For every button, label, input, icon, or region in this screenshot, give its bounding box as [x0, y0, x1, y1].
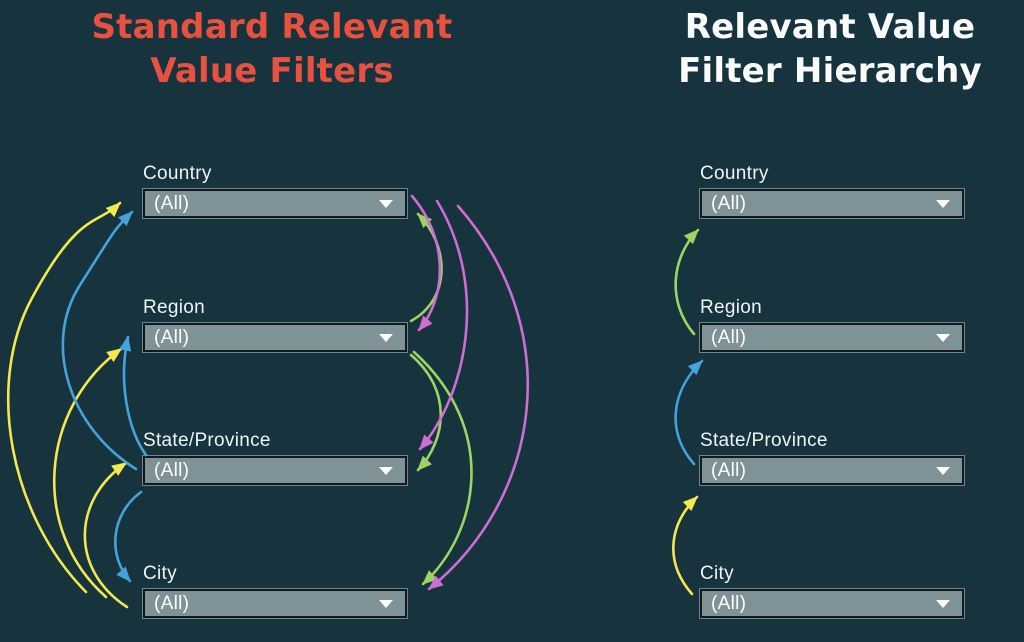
region-filter-dropdown-hierarchy[interactable]: (All): [700, 323, 964, 352]
arrow-country-to-city-standard: [427, 204, 529, 591]
country-filter-dropdown-standard[interactable]: (All): [143, 189, 407, 218]
arrow-state-province-to-country-standard: [61, 210, 138, 471]
arrow-country-to-state-province-standard: [418, 199, 469, 451]
right-title-line2: Filter Hierarchy: [678, 51, 982, 91]
city-filter-dropdown-hierarchy[interactable]: (All): [700, 589, 964, 618]
filter-group-city-hierarchy: City (All): [700, 563, 964, 618]
filter-group-state-hierarchy: State/Province (All): [700, 430, 964, 485]
chevron-down-icon: [936, 600, 950, 608]
chevron-down-icon: [379, 334, 393, 342]
arrow-city-to-region-standard: [53, 347, 123, 599]
filter-label-region: Region: [143, 297, 206, 318]
filter-group-state-standard: State/Province (All): [143, 430, 407, 485]
dropdown-value: (All): [711, 193, 747, 214]
filter-group-region-hierarchy: Region (All): [700, 297, 964, 352]
city-filter-dropdown-standard[interactable]: (All): [143, 589, 407, 618]
filter-label-country: Country: [143, 163, 212, 184]
filter-group-country-hierarchy: Country (All): [700, 163, 964, 218]
filter-group-country-standard: Country (All): [143, 163, 407, 218]
state-province-filter-dropdown-standard[interactable]: (All): [143, 456, 407, 485]
right-title-line1: Relevant Value: [684, 7, 976, 47]
country-filter-dropdown-hierarchy[interactable]: (All): [700, 189, 964, 218]
chevron-down-icon: [379, 467, 393, 475]
dropdown-value: (All): [711, 593, 747, 614]
dropdown-value: (All): [711, 327, 747, 348]
right-diagram-title: Relevant Value Filter Hierarchy: [636, 5, 1024, 93]
filter-label-region: Region: [700, 297, 763, 318]
chevron-down-icon: [936, 200, 950, 208]
dropdown-value: (All): [154, 460, 190, 481]
filter-label-country: Country: [700, 163, 769, 184]
arrow-state-province-to-city-standard: [114, 490, 143, 583]
filter-label-city: City: [143, 563, 177, 584]
arrow-state-province-to-region-hierarchy: [674, 359, 704, 466]
chevron-down-icon: [936, 467, 950, 475]
state-province-filter-dropdown-hierarchy[interactable]: (All): [700, 456, 964, 485]
dropdown-value: (All): [154, 193, 190, 214]
chevron-down-icon: [379, 200, 393, 208]
left-title-line2: Value Filters: [150, 51, 394, 91]
arrow-region-to-city-standard: [412, 350, 473, 586]
dropdown-value: (All): [154, 593, 190, 614]
filter-label-city: City: [700, 563, 734, 584]
chevron-down-icon: [379, 600, 393, 608]
left-title-line1: Standard Relevant: [91, 7, 453, 47]
dropdown-value: (All): [711, 460, 747, 481]
region-filter-dropdown-standard[interactable]: (All): [143, 323, 407, 352]
filter-label-state-province: State/Province: [700, 430, 828, 451]
dropdown-value: (All): [154, 327, 190, 348]
chevron-down-icon: [936, 334, 950, 342]
filter-group-city-standard: City (All): [143, 563, 407, 618]
arrow-city-to-country-standard: [7, 201, 122, 594]
left-diagram-title: Standard Relevant Value Filters: [58, 5, 486, 93]
arrow-country-to-region-standard: [410, 194, 442, 332]
arrow-region-to-state-province-standard: [409, 353, 442, 472]
arrow-city-to-state-province-standard: [83, 461, 129, 609]
filter-label-state-province: State/Province: [143, 430, 271, 451]
arrow-region-to-country-hierarchy: [674, 228, 700, 336]
arrow-region-to-country-standard: [409, 212, 443, 323]
arrow-city-to-state-province-hierarchy: [672, 495, 699, 596]
filter-group-region-standard: Region (All): [143, 297, 407, 352]
